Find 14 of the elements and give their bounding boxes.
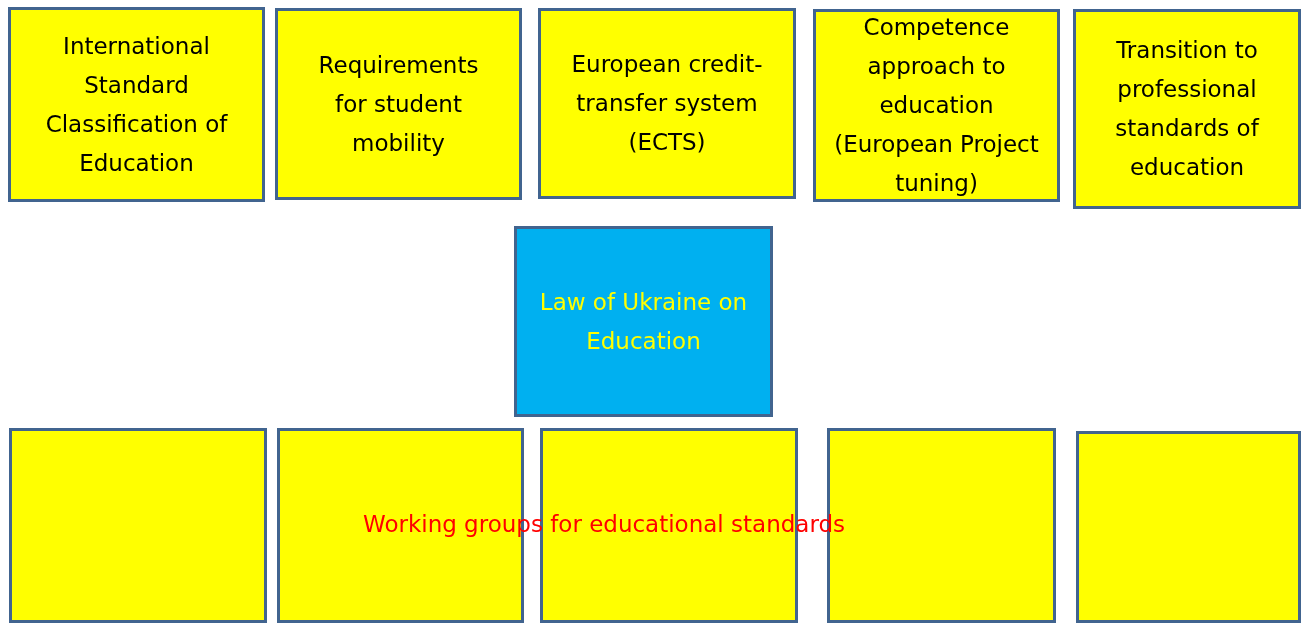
process-box xyxy=(813,9,1060,202)
process-box xyxy=(1073,9,1301,209)
box-text: European credit-transfer system (ECTS) xyxy=(570,50,764,157)
box-text: Competence approach to education (European Project tuning) xyxy=(833,13,1040,198)
process-box xyxy=(8,7,265,202)
box-text: Law of Ukraine on Education xyxy=(538,287,749,356)
box-text: International Standard Classification of Education xyxy=(44,31,229,178)
box-text: Requirements for student mobility xyxy=(317,50,480,158)
process-box xyxy=(538,8,796,199)
box-text: Transition to professional standards of education xyxy=(1114,36,1261,182)
process-box xyxy=(514,226,773,417)
empty-box xyxy=(1076,431,1301,623)
empty-box xyxy=(9,428,267,623)
process-box xyxy=(275,8,522,200)
